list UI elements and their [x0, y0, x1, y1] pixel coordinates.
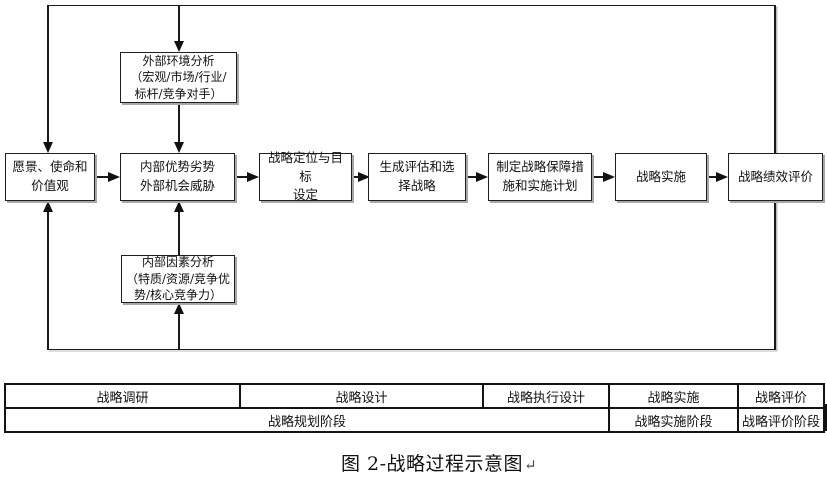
stage-cell-research: 战略调研: [4, 383, 241, 409]
line-external-to-swot: [178, 103, 180, 142]
connector-line: [707, 176, 716, 178]
line-bottom-to-internal: [178, 314, 180, 350]
stage-cell-evaluation: 战略评价: [737, 383, 825, 409]
arrow-up-icon: [43, 201, 53, 212]
arrow-down-icon: [43, 142, 53, 153]
connector-line: [466, 176, 476, 178]
arrow-up-icon: [174, 303, 184, 314]
arrow-right-icon: [476, 171, 488, 182]
stage-cell-design: 战略设计: [239, 383, 484, 409]
arrow-up-icon: [174, 201, 184, 212]
arrow-right-icon: [603, 171, 615, 182]
arrow-right-icon: [247, 171, 259, 182]
feedback-line-left-upper: [47, 4, 49, 143]
feedback-line-right-upper: [774, 4, 776, 154]
phase-table-phase-row: 战略规划阶段 战略实施阶段 战略评价阶段: [4, 407, 825, 433]
connector-line: [235, 176, 247, 178]
figure-caption: 图 2-战略过程示意图↵: [341, 449, 537, 476]
feedback-line-right-lower: [774, 201, 776, 350]
phase-table: 战略调研 战略设计 战略执行设计 战略实施 战略评价 战略规划阶段 战略实施阶段…: [4, 383, 825, 433]
flow-box-vision-mission-values: 愿景、使命和 价值观: [5, 153, 95, 201]
connector-line: [592, 176, 603, 178]
line-top-to-external-analysis: [178, 4, 180, 42]
phase-cell-evaluation: 战略评价阶段: [737, 407, 825, 433]
arrow-right-icon: [108, 171, 120, 182]
figure-caption-text: 图 2-战略过程示意图: [341, 453, 524, 475]
arrow-right-icon: [358, 171, 370, 182]
flow-box-strategic-positioning-goals: 战略定位与目标 设定: [259, 150, 352, 202]
arrow-down-icon: [174, 142, 184, 153]
feedback-line-bottom: [47, 348, 776, 350]
arrow-right-icon: [716, 171, 728, 182]
phase-table-stage-row: 战略调研 战略设计 战略执行设计 战略实施 战略评价: [4, 383, 825, 409]
flow-box-performance-evaluation: 战略绩效评价: [728, 153, 823, 201]
table-grid-edge-mark: [824, 404, 827, 431]
stage-cell-implementation: 战略实施: [608, 383, 739, 409]
line-internal-to-swot: [178, 212, 180, 255]
feedback-line-left-lower: [47, 212, 49, 350]
flow-box-generate-evaluate-select: 生成评估和选 择战略: [368, 153, 466, 201]
flow-box-safeguard-measures-plan: 制定战略保障措 施和实施计划: [488, 153, 592, 201]
stage-cell-execution-design: 战略执行设计: [482, 383, 610, 409]
flow-box-internal-factor-analysis: 内部因素分析 （特质/资源/竞争优 势/核心竞争力）: [121, 255, 235, 303]
feedback-line-top: [47, 4, 776, 6]
flow-box-swot: 内部优势劣势 外部机会威胁: [120, 153, 235, 201]
arrow-down-icon: [174, 41, 184, 52]
connector-line: [95, 176, 108, 178]
phase-cell-planning: 战略规划阶段: [4, 407, 610, 433]
phase-cell-implementation: 战略实施阶段: [608, 407, 739, 433]
flow-box-strategy-implementation: 战略实施: [615, 153, 707, 201]
flow-box-external-environment-analysis: 外部环境分析 （宏观/市场/行业/ 标杆/竞争对手）: [120, 52, 237, 103]
paragraph-mark-icon: ↵: [524, 456, 538, 474]
connector-line: [352, 176, 358, 178]
